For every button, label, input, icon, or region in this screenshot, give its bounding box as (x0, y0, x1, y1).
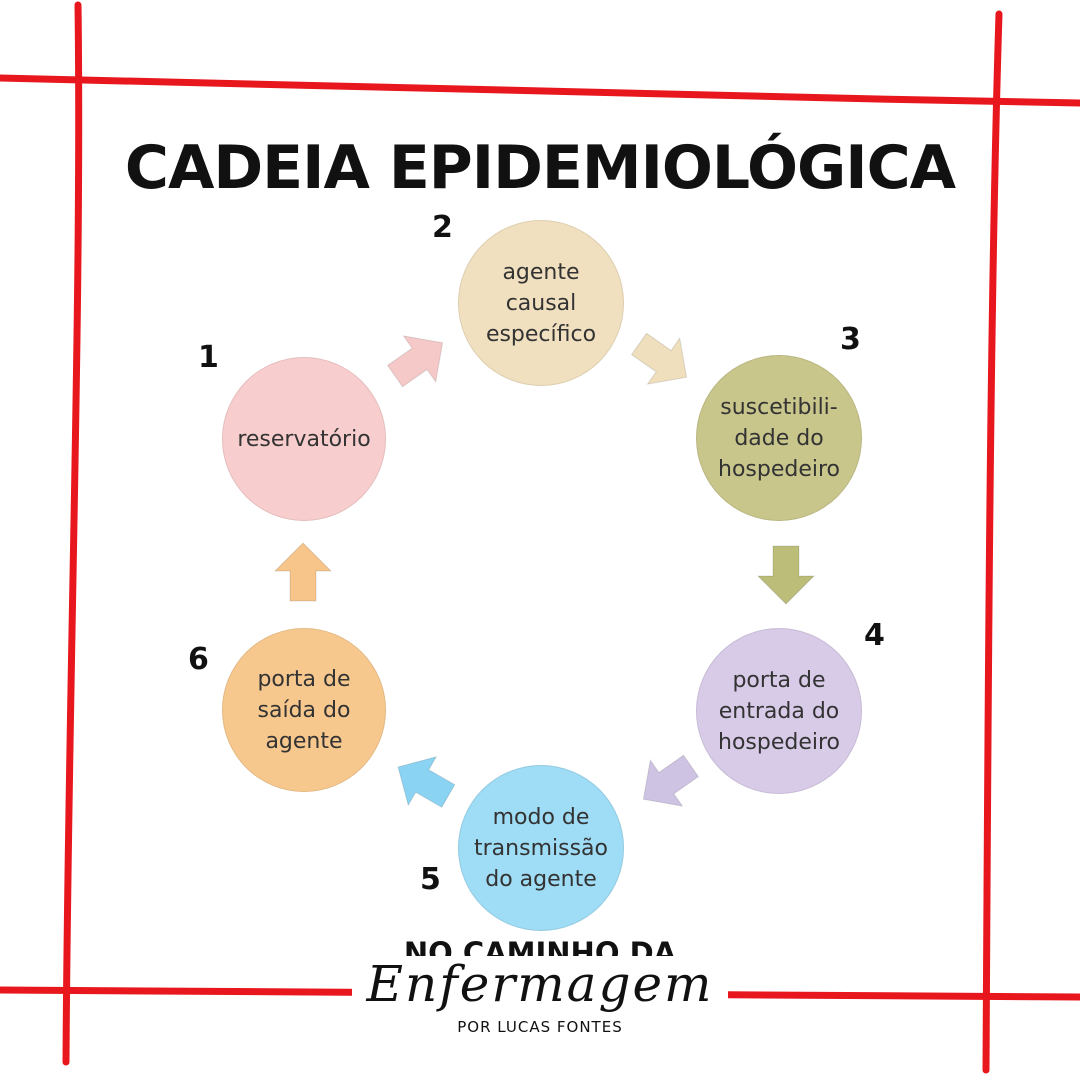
node-label: porta de entrada do hospedeiro (718, 667, 840, 755)
arrow-6-to-1 (273, 542, 333, 602)
step-number-3: 3 (840, 322, 861, 357)
node-label: modo de transmissão do agente (474, 804, 608, 892)
step-number-5: 5 (420, 862, 441, 897)
brand-byline: POR LUCAS FONTES (457, 1018, 623, 1036)
node-porta-saida: porta de saída do agente (222, 628, 386, 792)
node-reservatorio: reservatório (222, 357, 386, 521)
node-label: agente causal específico (485, 259, 597, 347)
page-title: CADEIA EPIDEMIOLÓGICA (124, 133, 956, 203)
step-number-1: 1 (198, 340, 219, 375)
node-modo-transmissao: modo de transmissão do agente (458, 765, 624, 931)
step-number-2: 2 (432, 210, 453, 245)
node-label: reservatório (237, 426, 371, 452)
node-porta-entrada: porta de entrada do hospedeiro (696, 628, 862, 794)
step-number-6: 6 (188, 642, 209, 677)
arrow-3-to-4 (756, 545, 816, 605)
node-agente-causal: agente causal específico (458, 220, 624, 386)
arrow-5-to-6 (397, 755, 456, 808)
arrow-4-to-5 (642, 754, 700, 807)
step-number-4: 4 (864, 618, 885, 653)
arrow-2-to-3 (630, 332, 688, 385)
arrow-1-to-2 (386, 335, 444, 388)
node-suscetibilidade: suscetibili- dade do hospedeiro (696, 355, 862, 521)
brand-script: Enfermagem (352, 956, 728, 1012)
node-label: porta de saída do agente (257, 666, 351, 754)
node-label: suscetibili- dade do hospedeiro (718, 394, 840, 482)
